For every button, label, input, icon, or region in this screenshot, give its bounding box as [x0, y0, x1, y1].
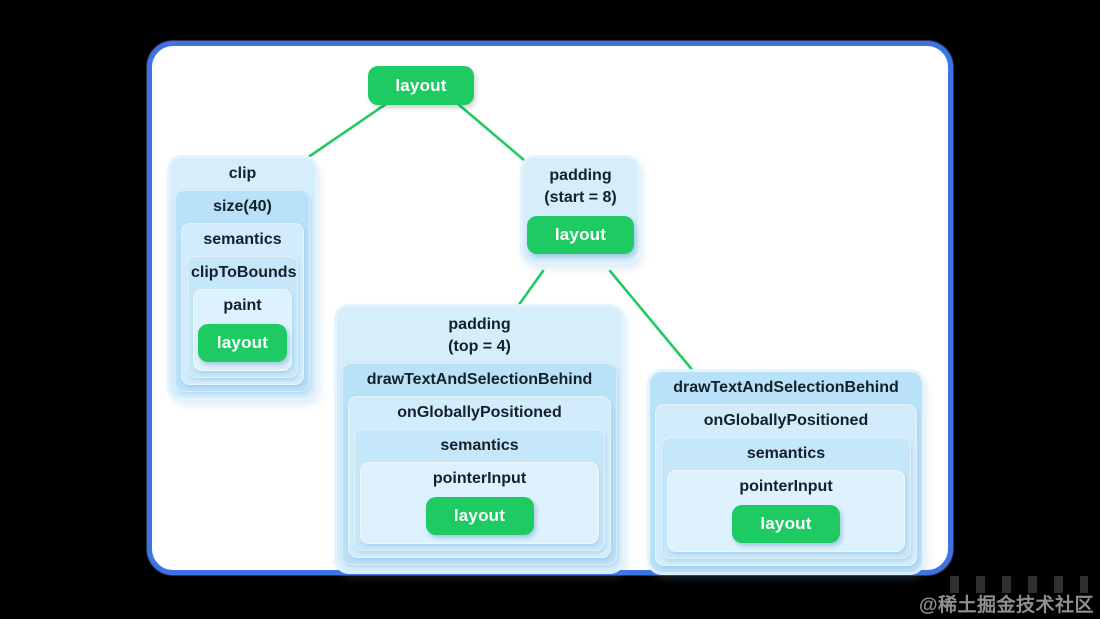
modifier-pointerinput-right: pointerInput layout — [667, 470, 905, 552]
node-clip-label: clip — [228, 165, 257, 182]
layout-button-padding-start: layout — [527, 216, 634, 254]
watermark-ghost-bars — [950, 576, 1088, 593]
node-drawtext: drawTextAndSelectionBehind onGloballyPos… — [650, 372, 922, 572]
modifier-drawtext-mid: drawTextAndSelectionBehind onGloballyPos… — [342, 363, 617, 565]
modifier-semantics-label: semantics — [203, 231, 282, 248]
layout-button-clip: layout — [198, 324, 287, 362]
watermark-text: @稀土掘金技术社区 — [918, 595, 1094, 616]
node-padding-top-label: padding (top = 4) — [337, 307, 622, 363]
padding-start-line2: (start = 8) — [544, 189, 617, 206]
modifier-size-label: size(40) — [213, 198, 272, 215]
modifier-semantics-mid-label: semantics — [440, 437, 519, 454]
node-padding-start-label: padding (start = 8) — [523, 158, 638, 214]
modifier-size: size(40) semantics clipToBounds paint la… — [175, 190, 310, 392]
layout-button-padding-top: layout — [425, 497, 534, 535]
modifier-semantics: semantics clipToBounds paint layout — [181, 223, 304, 385]
modifier-ongloballypositioned-right-label: onGloballyPositioned — [703, 412, 869, 429]
node-clip: clip size(40) semantics clipToBounds pai… — [170, 158, 315, 398]
modifier-pointerinput-mid-label: pointerInput — [432, 470, 527, 487]
modifier-paint-label: paint — [223, 297, 262, 314]
modifier-semantics-right-label: semantics — [746, 445, 826, 462]
modifier-cliptobounds: clipToBounds paint layout — [187, 256, 298, 378]
modifier-ongloballypositioned-right: onGloballyPositioned semantics pointerIn… — [655, 404, 917, 566]
modifier-ongloballypositioned-mid-label: onGloballyPositioned — [397, 404, 562, 421]
padding-top-line2: (top = 4) — [448, 338, 511, 355]
modifier-ongloballypositioned-mid: onGloballyPositioned semantics pointerIn… — [348, 396, 611, 558]
padding-top-line1: padding — [448, 316, 511, 333]
modifier-semantics-right: semantics pointerInput layout — [661, 437, 911, 559]
modifier-drawtext-mid-label: drawTextAndSelectionBehind — [366, 371, 593, 388]
modifier-pointerinput-mid: pointerInput layout — [360, 462, 599, 544]
modifier-semantics-mid: semantics pointerInput layout — [354, 429, 605, 551]
layout-button-drawtext: layout — [732, 505, 840, 543]
node-drawtext-label: drawTextAndSelectionBehind — [673, 379, 899, 396]
modifier-pointerinput-right-label: pointerInput — [739, 478, 833, 495]
node-padding-start: padding (start = 8) layout — [523, 158, 638, 262]
modifier-paint: paint layout — [193, 289, 292, 371]
padding-start-line1: padding — [549, 167, 612, 184]
modifier-cliptobounds-label: clipToBounds — [191, 264, 297, 281]
node-layout-root: layout — [368, 66, 474, 105]
node-padding-top: padding (top = 4) drawTextAndSelectionBe… — [337, 307, 622, 571]
